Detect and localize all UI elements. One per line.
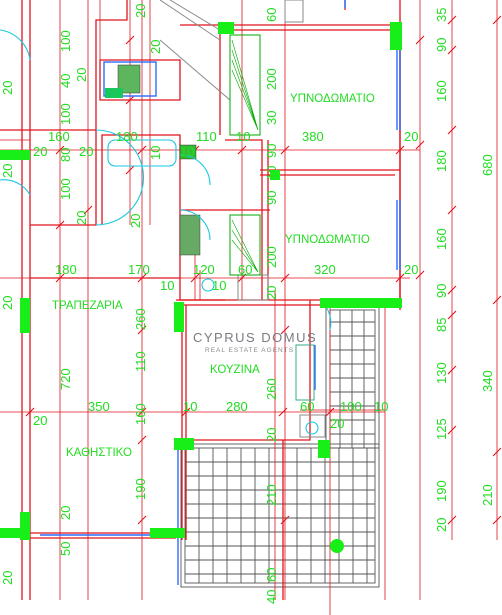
dim-label: 160 xyxy=(434,80,449,102)
dim-label: 20 xyxy=(133,4,148,18)
dim-label: 110 xyxy=(133,351,148,372)
dim-label: 320 xyxy=(314,262,336,277)
stairs xyxy=(229,34,261,276)
dim-label: 20 xyxy=(79,144,93,159)
dim-label: 20 xyxy=(58,506,73,520)
dim-label: 200 xyxy=(264,246,279,268)
dim-label: 90 xyxy=(434,38,449,52)
dim-label: 20 xyxy=(128,214,143,228)
dim-label: 10 xyxy=(374,399,388,414)
dim-label: 720 xyxy=(58,368,73,390)
dim-label: 60 xyxy=(300,399,314,414)
dim-label: 210 xyxy=(264,484,279,506)
dim-label: 680 xyxy=(480,154,495,176)
dim-label: 20 xyxy=(264,286,279,300)
dim-label: 10 xyxy=(264,166,279,180)
dim-label: 20 xyxy=(33,144,47,159)
dim-label: 20 xyxy=(0,81,15,95)
dim-label: 20 xyxy=(264,428,279,442)
dim-label: 20 xyxy=(74,211,89,225)
dim-label: 340 xyxy=(480,370,495,392)
dim-label: 380 xyxy=(302,129,324,144)
dim-label: 160 xyxy=(133,403,148,425)
dim-label: 90 xyxy=(434,284,449,298)
dim-label: 60 xyxy=(238,262,252,277)
dim-label: 260 xyxy=(133,308,148,330)
dim-label: 280 xyxy=(226,399,248,414)
dim-label: 20 xyxy=(330,416,344,431)
dim-label: 10 xyxy=(180,144,194,159)
dim-label: 10 xyxy=(148,146,163,160)
dim-label: 80 xyxy=(58,148,73,162)
room-label-living: ΚΑΘΗΣΤΙΚΟ xyxy=(66,447,132,459)
dim-label: 20 xyxy=(434,518,449,532)
dim-label: 190 xyxy=(133,478,148,500)
dim-label: 170 xyxy=(128,262,150,277)
balcony-tiles xyxy=(180,305,380,588)
dim-label: 10 xyxy=(183,399,197,414)
dim-label: 200 xyxy=(264,68,279,90)
dim-label: 35 xyxy=(434,8,449,22)
dim-label: 110 xyxy=(196,129,217,144)
dim-label: 190 xyxy=(434,480,449,502)
dim-label: 100 xyxy=(58,30,73,52)
dim-label: 100 xyxy=(58,178,73,200)
dim-label: 180 xyxy=(434,150,449,172)
bathroom-fixtures xyxy=(103,0,304,301)
dim-label: 30 xyxy=(264,111,279,125)
dim-label: 100 xyxy=(340,399,362,414)
dim-label: 50 xyxy=(58,542,73,556)
dim-label: 10 xyxy=(160,278,174,293)
kitchen-counter xyxy=(295,344,326,438)
dim-label: 125 xyxy=(434,418,449,440)
dim-label: 10 xyxy=(212,278,226,293)
vertical-dim-labels: 100 40 100 80 100 20 20 20 20 10 20 20 2… xyxy=(0,4,279,604)
dim-label: 20 xyxy=(148,40,163,54)
dim-label: 40 xyxy=(264,590,279,604)
dim-label: 160 xyxy=(48,129,70,144)
structural-columns xyxy=(0,22,402,553)
dim-label: 350 xyxy=(88,399,110,414)
dim-label: 85 xyxy=(434,318,449,332)
dim-label: 90 xyxy=(264,191,279,205)
dim-label: 100 xyxy=(58,103,73,125)
dim-label: 210 xyxy=(480,484,495,506)
dim-label: 90 xyxy=(264,144,279,158)
dim-label: 180 xyxy=(55,262,77,277)
dim-label: 20 xyxy=(0,296,15,310)
watermark-name: CYPRUS DOMUS xyxy=(193,330,317,345)
dim-label: 10 xyxy=(236,129,250,144)
dim-label: 130 xyxy=(434,362,449,384)
room-label-bedroom-2: ΥΠΝΟΔΩΜΑΤΙΟ xyxy=(285,234,370,246)
dim-label: 60 xyxy=(264,8,279,22)
dim-label: 180 xyxy=(116,129,138,144)
dim-label: 160 xyxy=(434,228,449,250)
room-label-kitchen: ΚΟΥΖΙΝΑ xyxy=(210,364,260,376)
dim-label: 20 xyxy=(74,68,89,82)
dim-label: 120 xyxy=(193,262,215,277)
right-dim-labels: 35 90 160 180 160 90 85 130 125 190 20 6… xyxy=(434,8,495,532)
watermark-tagline: REAL ESTATE AGENTS xyxy=(205,347,294,354)
dim-label: 260 xyxy=(264,378,279,400)
dim-label: 40 xyxy=(58,74,73,88)
room-label-dining: ΤΡΑΠΕΖΑΡΙΑ xyxy=(52,300,123,312)
room-label-bedroom-1: ΥΠΝΟΔΩΜΑΤΙΟ xyxy=(290,93,375,105)
dim-label: 60 xyxy=(264,568,279,582)
bathroom-tile-area xyxy=(117,64,141,94)
dim-label: 20 xyxy=(0,571,15,585)
windows xyxy=(40,0,401,585)
dim-label: 20 xyxy=(404,262,418,277)
dim-label: 20 xyxy=(0,164,15,178)
dim-label: 20 xyxy=(33,413,47,428)
dim-label: 20 xyxy=(404,129,418,144)
